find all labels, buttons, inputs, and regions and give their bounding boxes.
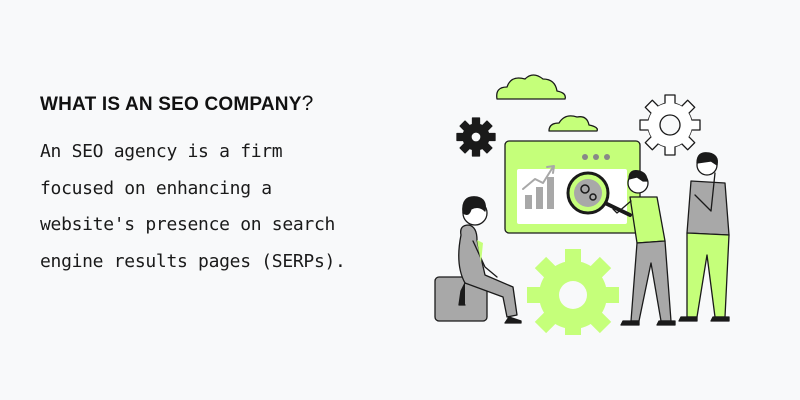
magnifier-icon xyxy=(566,171,632,217)
seo-illustration xyxy=(434,74,730,335)
description-line: engine results pages (SERPs). xyxy=(40,250,346,272)
cloud-icon xyxy=(496,74,566,100)
title-main: WHAT IS AN SEO COMPANY xyxy=(40,94,302,115)
title-question-mark: ? xyxy=(301,92,314,115)
description-line: An SEO agency is a firm xyxy=(40,141,283,162)
thinking-person xyxy=(678,152,730,322)
bar-chart-icon xyxy=(525,177,554,209)
gear-icon xyxy=(527,249,619,335)
description: An SEO agency is a firm focused on enhan… xyxy=(40,134,420,280)
text-block: WHAT IS AN SEO COMPANY? An SEO agency is… xyxy=(40,92,420,280)
gear-icon xyxy=(639,94,701,156)
description-line: focused on enhancing a xyxy=(40,177,272,199)
seated-person xyxy=(434,196,522,324)
page-title: WHAT IS AN SEO COMPANY? xyxy=(40,92,420,116)
cloud-icon xyxy=(548,115,598,132)
gear-icon xyxy=(456,117,496,157)
description-line: website's presence on search xyxy=(40,214,336,235)
standing-person xyxy=(612,170,676,326)
